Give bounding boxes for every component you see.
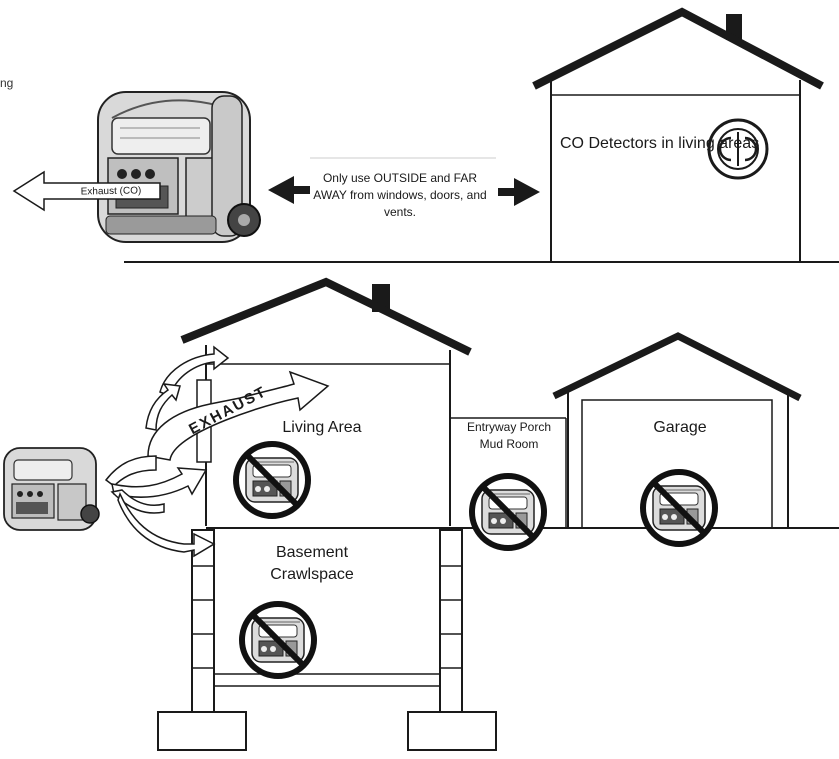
basement-foundation [157, 529, 497, 751]
footing-left [157, 711, 247, 751]
arrow-right-icon [498, 178, 540, 206]
no-generator-icon-basement [239, 601, 317, 679]
generator-icon-small [3, 447, 100, 531]
outside-warning-note: Only use OUTSIDE and FAR AWAY from windo… [313, 171, 487, 219]
co-detector-icon [707, 118, 769, 180]
entryway-label: Entryway Porch Mud Room [466, 420, 552, 451]
entryway [450, 417, 567, 528]
exhaust-flow-arrows [104, 345, 330, 558]
house-top [532, 7, 824, 262]
no-generator-icon-entryway [469, 473, 547, 551]
cut-off-text: ng [0, 76, 14, 90]
basement-label: Basement Crawlspace [270, 544, 354, 583]
garage-label: Garage [653, 419, 707, 436]
exhaust-co-label: Exhaust (CO) [80, 185, 142, 198]
footing-right [407, 711, 497, 751]
exhaust-co-arrow [12, 170, 161, 212]
no-generator-icon-garage [640, 469, 718, 547]
no-generator-icon-living [233, 441, 311, 519]
generator-icon [97, 91, 261, 243]
arrow-left-icon [268, 176, 310, 204]
living-area-label: Living Area [282, 419, 362, 436]
co-detectors-label: CO Detectors in living areas [560, 135, 760, 152]
